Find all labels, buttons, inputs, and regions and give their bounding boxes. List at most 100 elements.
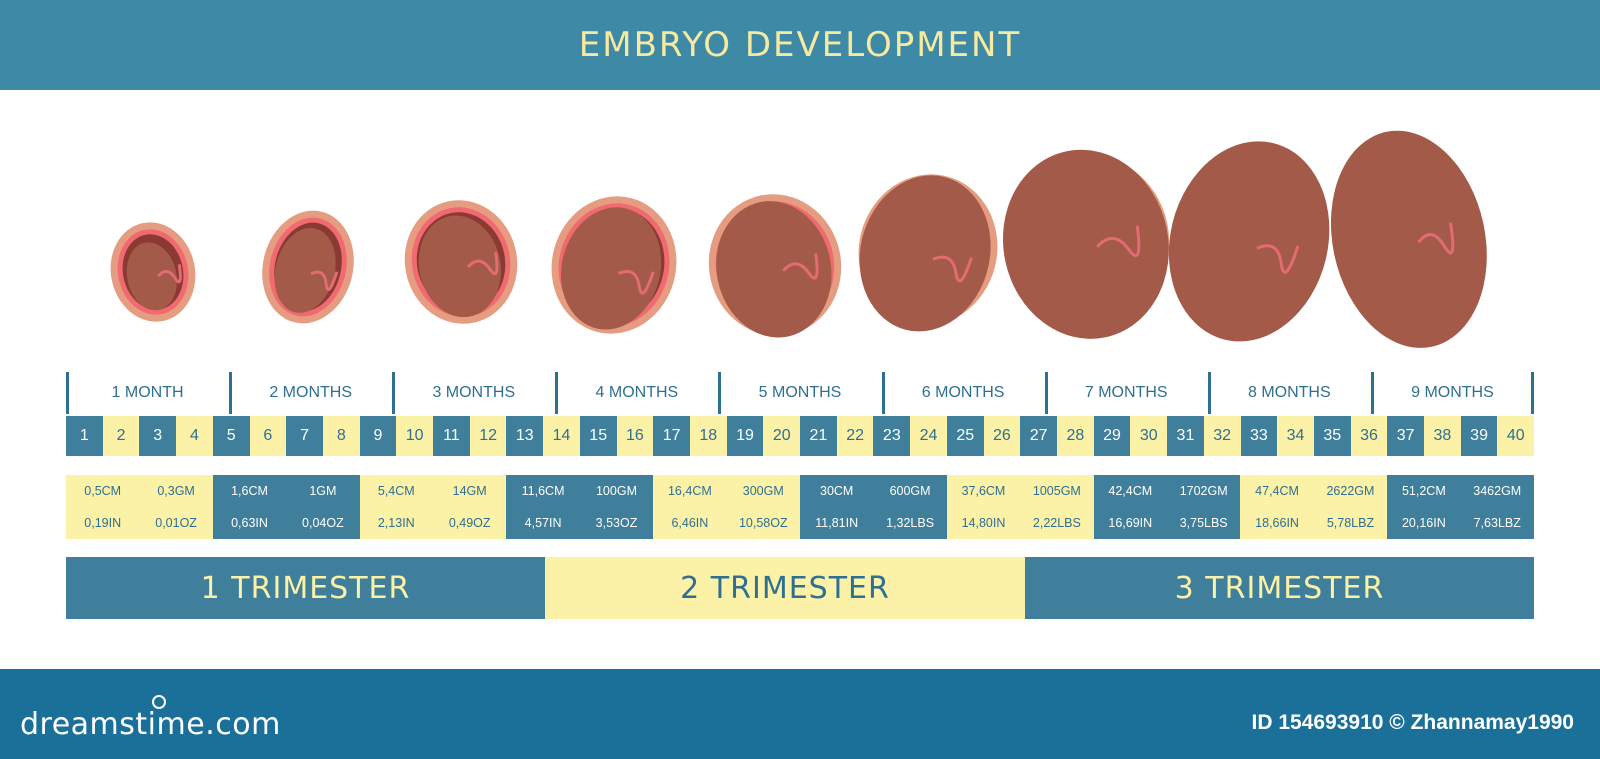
stat-length-in: 16,69IN [1108, 516, 1153, 530]
stat-length-in: 6,46IN [671, 516, 709, 530]
week-cell: 26 [983, 416, 1021, 456]
swirl-icon [152, 695, 166, 709]
stat-weight-gm: 1702GM [1179, 484, 1228, 498]
stat-weight-gm: 300GM [742, 484, 784, 498]
stat-length-cm: 0,5CM [84, 484, 122, 498]
stat-weight-gm: 1005GM [1032, 484, 1081, 498]
week-cell: 34 [1277, 416, 1314, 456]
stat-block: 5,4CM 14GM 2,13IN 0,49OZ [359, 475, 507, 539]
month-divider [555, 372, 559, 414]
month-label: 2 MONTHS [269, 384, 352, 401]
stat-weight-oz: 0,01OZ [155, 516, 197, 530]
month-label: 9 MONTHS [1411, 384, 1494, 401]
week-cell: 19 [726, 416, 764, 456]
stat-length-cm: 5,4CM [377, 484, 415, 498]
stat-length-cm: 42,4CM [1108, 484, 1153, 498]
week-cell: 10 [396, 416, 434, 456]
brand-logo: dreamstime.com [20, 707, 281, 742]
stat-weight-oz: 1,32LBS [886, 516, 935, 530]
month-divider [718, 372, 722, 414]
week-cell: 5 [212, 416, 250, 456]
week-cell: 15 [579, 416, 617, 456]
embryo-8 [1168, 141, 1330, 342]
trimester-3: 3 TRIMESTER [1025, 557, 1534, 619]
week-cell: 40 [1497, 416, 1535, 456]
embryo-3 [404, 200, 518, 324]
week-cell: 2 [102, 416, 140, 456]
week-cell: 13 [506, 416, 544, 456]
stat-weight-oz: 7,63LBZ [1473, 516, 1521, 530]
trimester-2: 2 TRIMESTER [545, 557, 1025, 619]
footer-bar: dreamstime.com ID 154693910 © Zhannamay1… [0, 669, 1600, 759]
week-cell: 21 [800, 416, 837, 456]
stat-length-cm: 30CM [820, 484, 854, 498]
stat-length-cm: 1,6CM [231, 484, 268, 498]
stat-length-in: 18,66IN [1255, 516, 1299, 530]
stat-length-cm: 47,4CM [1255, 484, 1299, 498]
stat-weight-oz: 2,22LBS [1032, 516, 1081, 530]
embryo-1 [110, 222, 196, 322]
header-bar: EMBRYO DEVELOPMENT [0, 0, 1600, 90]
week-cell: 35 [1313, 416, 1351, 456]
embryo-6 [858, 174, 998, 332]
week-cell: 18 [689, 416, 727, 456]
week-cell: 12 [469, 416, 507, 456]
week-cell: 16 [616, 416, 654, 456]
stat-length-cm: 11,6CM [521, 484, 565, 498]
week-cell: 7 [286, 416, 323, 456]
stat-weight-oz: 3,75LBS [1179, 516, 1228, 530]
week-cell: 20 [763, 416, 801, 456]
stat-length-in: 14,80IN [961, 516, 1006, 530]
week-cell: 31 [1167, 416, 1204, 456]
stat-length-cm: 51,2CM [1401, 484, 1446, 498]
stat-weight-gm: 100GM [595, 484, 637, 498]
stat-length-in: 0,63IN [231, 516, 268, 530]
week-cell: 29 [1093, 416, 1131, 456]
week-cell: 39 [1460, 416, 1498, 456]
week-cell: 3 [139, 416, 177, 456]
month-divider [1370, 372, 1374, 414]
stat-block: 42,4CM 1702GM 16,69IN 3,75LBS [1093, 475, 1241, 539]
week-cell: 1 [66, 416, 103, 456]
week-cell: 22 [836, 416, 874, 456]
stat-weight-oz: 10,58OZ [738, 516, 788, 530]
week-cell: 36 [1350, 416, 1388, 456]
stat-length-in: 11,81IN [815, 516, 859, 530]
stat-weight-gm: 14GM [452, 484, 487, 498]
stat-weight-gm: 3462GM [1473, 484, 1522, 498]
month-label: 5 MONTHS [758, 384, 842, 401]
stat-weight-oz: 0,49OZ [448, 516, 491, 530]
embryo-illustrations [0, 130, 1600, 350]
week-cell: 4 [176, 416, 213, 456]
stat-block: 51,2CM 3462GM 20,16IN 7,63LBZ [1387, 475, 1534, 539]
stat-weight-gm: 600GM [889, 484, 931, 498]
stat-length-in: 20,16IN [1401, 516, 1446, 530]
embryo-4 [551, 196, 677, 334]
week-cell: 38 [1424, 416, 1461, 456]
stat-weight-oz: 0,04OZ [302, 516, 344, 530]
stat-length-in: 2,13IN [377, 516, 415, 530]
month-divider [392, 372, 396, 414]
week-cell: 25 [946, 416, 984, 456]
week-cell: 8 [322, 416, 360, 456]
trimester-1: 1 TRIMESTER [66, 557, 545, 619]
month-label: 7 MONTHS [1084, 384, 1168, 401]
week-cell: 33 [1240, 416, 1278, 456]
month-label: 8 MONTHS [1247, 384, 1331, 401]
week-cell: 23 [873, 416, 911, 456]
week-cell: 9 [359, 416, 397, 456]
week-cell: 27 [1020, 416, 1057, 456]
month-label: 4 MONTHS [595, 384, 679, 401]
stat-weight-oz: 5,78LBZ [1326, 516, 1375, 530]
stat-block: 30CM 600GM 11,81IN 1,32LBS [799, 475, 947, 539]
image-credit: ID 154693910 © Zhannamay1990 [1251, 711, 1574, 734]
stat-weight-gm: 2622GM [1326, 484, 1375, 498]
week-cell: 37 [1387, 416, 1425, 456]
stat-length-in: 0,19IN [84, 516, 122, 530]
week-cell: 32 [1203, 416, 1241, 456]
week-cell: 6 [249, 416, 287, 456]
